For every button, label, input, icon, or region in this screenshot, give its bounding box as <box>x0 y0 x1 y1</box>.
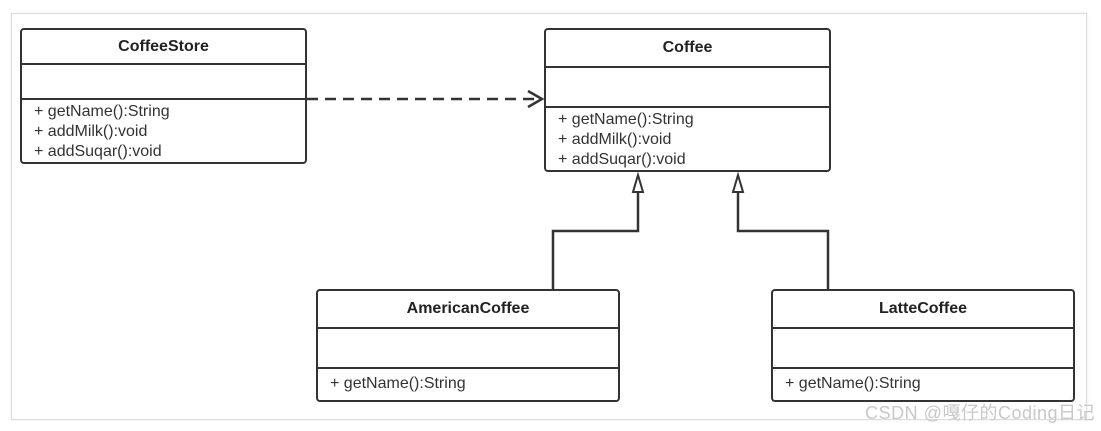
class-name: AmericanCoffee <box>318 291 618 329</box>
class-attributes <box>318 329 618 369</box>
class-operations: + getName():String + addMilk():void + ad… <box>546 108 829 170</box>
operation: + getName():String <box>785 375 921 392</box>
class-american-coffee[interactable]: AmericanCoffee + getName():String <box>316 289 620 402</box>
class-coffee-store[interactable]: CoffeeStore + getName():String + addMilk… <box>20 28 307 164</box>
operation: + getName():String <box>330 375 466 392</box>
operation: + getName():String <box>558 111 694 128</box>
class-name: LatteCoffee <box>773 291 1073 329</box>
watermark: CSDN @嘎仔的Coding日记 <box>865 403 1095 423</box>
class-name: Coffee <box>546 30 829 69</box>
class-operations: + getName():String + addMilk():void + ad… <box>22 100 305 162</box>
class-attributes <box>22 65 305 100</box>
class-name: CoffeeStore <box>22 30 305 65</box>
class-attributes <box>773 329 1073 369</box>
class-operations: + getName():String <box>318 369 618 394</box>
class-attributes <box>546 68 829 108</box>
operation: + addMilk():void <box>558 131 672 148</box>
operation: + getName():String <box>34 103 170 120</box>
class-latte-coffee[interactable]: LatteCoffee + getName():String <box>771 289 1075 402</box>
operation: + addSuqar():void <box>558 151 686 168</box>
class-coffee[interactable]: Coffee + getName():String + addMilk():vo… <box>544 28 831 172</box>
class-operations: + getName():String <box>773 369 1073 394</box>
operation: + addSuqar():void <box>34 143 162 160</box>
operation: + addMilk():void <box>34 123 148 140</box>
